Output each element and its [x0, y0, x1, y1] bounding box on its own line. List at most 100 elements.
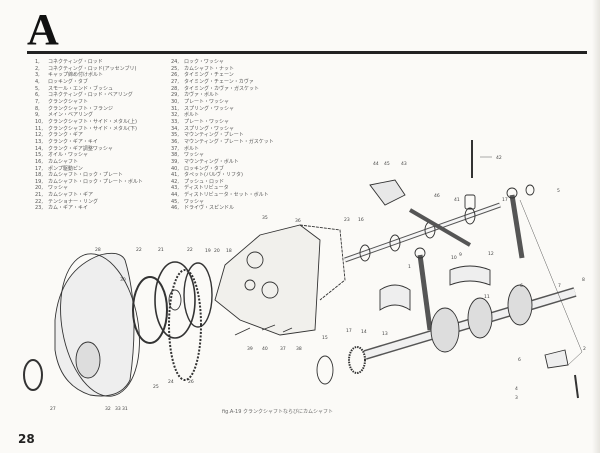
- parts-list-item: 39,マウンティング・ボルト: [171, 159, 274, 166]
- callout-number: 28: [95, 247, 101, 253]
- callout-number: 8: [582, 277, 585, 283]
- parts-list-item: 26, タイミング・チェーン: [171, 72, 274, 79]
- callout-number: 10: [451, 255, 457, 261]
- part-number: 46,: [171, 205, 179, 212]
- callout-number: 1: [408, 264, 411, 270]
- part-number: 33,: [171, 118, 179, 125]
- part-name: マウンティング・ボルト: [184, 158, 239, 165]
- callout-number: 7: [558, 283, 561, 289]
- part-name: プレート・ワッシャ: [184, 118, 230, 125]
- part-number: 36,: [171, 138, 179, 145]
- part-name: マウンティング・プレート: [184, 132, 244, 139]
- part-number: 26,: [171, 72, 179, 79]
- callout-number: 13: [382, 331, 388, 337]
- tensioner-ring: [132, 276, 168, 344]
- callout-number: 6: [518, 357, 521, 363]
- part-name: カムシャフト・ロック・プレート・ボルト: [48, 178, 143, 185]
- parts-list-item: 34,スプリング・ワッシャ: [171, 126, 274, 133]
- callout-number: 17: [346, 328, 352, 334]
- parts-list-item: 13,クランク・ギア・キイ: [35, 139, 143, 146]
- part-number: 18,: [35, 172, 43, 179]
- cap-bolt: [574, 374, 579, 399]
- part-name: クランクシャフト・フランジ: [48, 105, 114, 112]
- parts-list-item: 22,テンショナー・リング: [35, 199, 143, 206]
- part-number: 43,: [171, 185, 179, 192]
- part-number: 28,: [171, 85, 179, 92]
- part-number: 34,: [171, 125, 179, 132]
- part-name: ロック・ワッシャ: [184, 59, 224, 65]
- part-number: 17,: [35, 165, 43, 172]
- callout-number: 23: [344, 217, 350, 223]
- drive-spindle: [408, 208, 472, 247]
- parts-list-item: 6, コネクティング・ロッド・ベアリング: [35, 92, 143, 99]
- parts-list-item: 3,キャップ締め付けボルト: [35, 72, 143, 79]
- callout-number: 4: [515, 386, 518, 392]
- part-name: ドライヴ・スピンドル: [184, 205, 235, 212]
- part-number: 8,: [35, 105, 40, 112]
- parts-list-item: 40, ロッキング・タブ: [171, 166, 274, 173]
- callout-number: 24: [168, 379, 174, 385]
- callout-number: 37: [280, 346, 286, 352]
- seal-ring: [23, 359, 43, 391]
- part-number: 13,: [35, 138, 43, 145]
- part-name: ロッキング・タブ: [184, 165, 224, 172]
- mounting-plate: [214, 224, 321, 336]
- callout-number: 45: [384, 161, 390, 167]
- part-number: 5,: [35, 85, 40, 92]
- callout-number: 30: [120, 277, 126, 283]
- crank-gear: [348, 346, 366, 374]
- callout-number: 19: [205, 248, 211, 254]
- callout-number: 21: [158, 247, 164, 253]
- bearing-cap: [544, 349, 569, 369]
- part-name: オイル・ワッシャ: [48, 152, 89, 159]
- part-number: 6,: [35, 92, 40, 99]
- callout-number: 44: [373, 161, 379, 167]
- part-number: 41,: [171, 172, 179, 179]
- parts-list-item: 20,ワッシャ: [35, 185, 143, 192]
- part-number: 35,: [171, 132, 179, 139]
- parts-list-item: 7,クランクシャフト: [35, 99, 143, 106]
- part-number: 29,: [171, 92, 179, 99]
- part-number: 7,: [35, 98, 40, 105]
- part-number: 40,: [171, 165, 179, 172]
- distributor: [369, 179, 406, 206]
- part-number: 2,: [35, 65, 40, 72]
- parts-list-item: 36,マウンティング・プレート・ガスケット: [171, 139, 274, 146]
- callout-number: 20: [214, 248, 220, 254]
- small-end-bush: [525, 184, 535, 196]
- callout-number: 25: [153, 384, 159, 390]
- timing-cover-gasket: [60, 253, 140, 397]
- callout-number: 14: [361, 329, 367, 335]
- callout-number: 33: [115, 406, 121, 412]
- part-name: ワッシャ: [184, 152, 205, 159]
- parts-list-item: 8, クランクシャフト・フランジ: [35, 106, 143, 113]
- callout-number: 17: [502, 197, 508, 203]
- part-number: 15,: [35, 152, 43, 159]
- callout-number: 39: [247, 346, 253, 352]
- part-name: カムシャフト・ロック・プレート: [48, 172, 123, 179]
- page-number: 28: [18, 432, 35, 446]
- part-name: コネクティング・ロッド・ベアリング: [48, 92, 133, 99]
- part-name: カムシャフト: [48, 158, 79, 165]
- part-name: ボルト: [184, 112, 200, 119]
- part-name: タイミング・チェーン: [184, 72, 234, 79]
- camshaft-gear: [154, 261, 196, 339]
- connecting-rod-1: [417, 254, 433, 331]
- callout-number: 43: [401, 161, 407, 167]
- part-name: ポンプ駆動ピン: [48, 165, 83, 172]
- part-number: 32,: [171, 112, 179, 119]
- parts-list-item: 42,プッシュ・ロッド: [171, 179, 274, 186]
- parts-list-item: 10,クランクシャフト・サイド・メタル(上): [35, 119, 143, 126]
- callout-number: 15: [322, 335, 328, 341]
- part-name: キャップ締め付けボルト: [48, 72, 104, 79]
- part-name: コネクティング・ロッド: [48, 59, 103, 65]
- callout-number: 22: [136, 247, 142, 253]
- part-name: ロッキング・タブ: [48, 78, 88, 85]
- callout-number: 22: [187, 247, 193, 253]
- part-name: タペット(バルヴ・リフタ): [184, 172, 243, 179]
- oil-seal: [75, 341, 101, 379]
- parts-list-item: 31,スプリング・ワッシャ: [171, 106, 274, 113]
- callout-number: 26: [188, 379, 194, 385]
